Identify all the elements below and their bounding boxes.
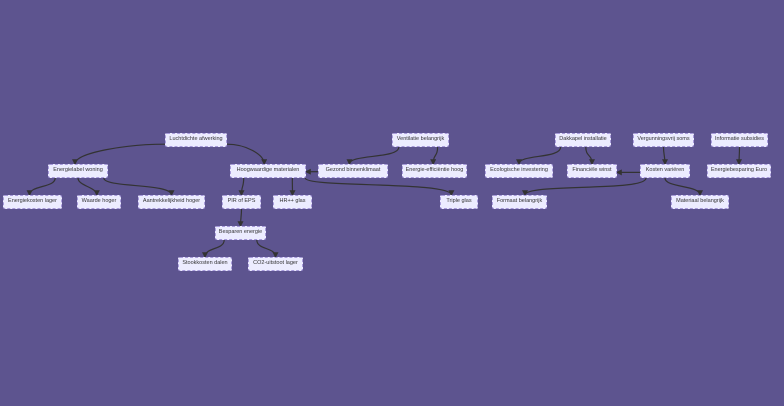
edge-ventilatie-energieeff: [430, 146, 439, 166]
node-energielabel[interactable]: Energielabel woning: [48, 164, 108, 178]
node-energiebesparing[interactable]: Energiebesparing Euro: [707, 164, 771, 178]
edge-luchtdichte-hoogwaardige: [226, 143, 268, 166]
node-energieeff[interactable]: Energie-efficiëntie hoog: [402, 164, 467, 178]
node-pir[interactable]: PIR of EPS: [222, 195, 261, 209]
edge-besparen-stookkosten: [202, 239, 225, 259]
edge-besparen-co2: [256, 239, 279, 259]
node-waarde[interactable]: Waarde hoger: [77, 195, 121, 209]
node-vergunning[interactable]: Vergunningsvrij soms: [633, 133, 694, 147]
node-luchtdichte[interactable]: Luchtdichte afwerking: [165, 133, 227, 147]
edge-informatie-energiebesparing: [736, 146, 743, 166]
node-financiele[interactable]: Financiële winst: [567, 164, 617, 178]
node-kosten[interactable]: Kosten variëren: [640, 164, 690, 178]
node-dakkapel[interactable]: Dakkapel installatie: [555, 133, 611, 147]
node-co2[interactable]: CO2-uitstoot lager: [248, 257, 303, 271]
edge-hoogwaardige-triple: [304, 177, 455, 197]
node-gezond[interactable]: Gezond binnenklimaat: [318, 164, 388, 178]
edge-energielabel-aantrekkelijkheid: [103, 177, 175, 197]
edge-vergunning-kosten: [661, 146, 668, 166]
node-besparen[interactable]: Besparen energie: [215, 226, 266, 240]
node-triple[interactable]: Triple glas: [440, 195, 478, 209]
node-materiaal[interactable]: Materiaal belangrijk: [671, 195, 729, 209]
node-ecologisch[interactable]: Ecologische investering: [485, 164, 553, 178]
node-ventilatie[interactable]: Ventilatie belangrijk: [392, 133, 449, 147]
edge-pir-besparen: [237, 208, 244, 228]
node-hoogwaardige[interactable]: Hoogwaardige materialen: [230, 164, 306, 178]
edge-ventilatie-gezond: [346, 146, 400, 166]
edge-energielabel-energiekosten: [26, 177, 56, 197]
edge-dakkapel-financiele: [585, 146, 595, 166]
edge-dakkapel-ecologisch: [516, 146, 562, 166]
node-formaat[interactable]: Formaat belangrijk: [492, 195, 547, 209]
node-energiekosten[interactable]: Energiekosten lager: [3, 195, 62, 209]
edge-kosten-materiaal: [664, 177, 703, 197]
edge-luchtdichte-energielabel: [72, 143, 166, 166]
edge-energielabel-waarde: [77, 177, 100, 197]
edge-hoogwaardige-pir: [238, 177, 245, 197]
edge-kosten-formaat: [522, 177, 647, 197]
node-aantrekkelijkheid[interactable]: Aantrekkelijkheid hoger: [138, 195, 205, 209]
node-hrglas[interactable]: HR++ glas: [273, 195, 312, 209]
node-informatie[interactable]: Informatie subsidies: [711, 133, 768, 147]
node-stookkosten[interactable]: Stookkosten dalen: [178, 257, 232, 271]
